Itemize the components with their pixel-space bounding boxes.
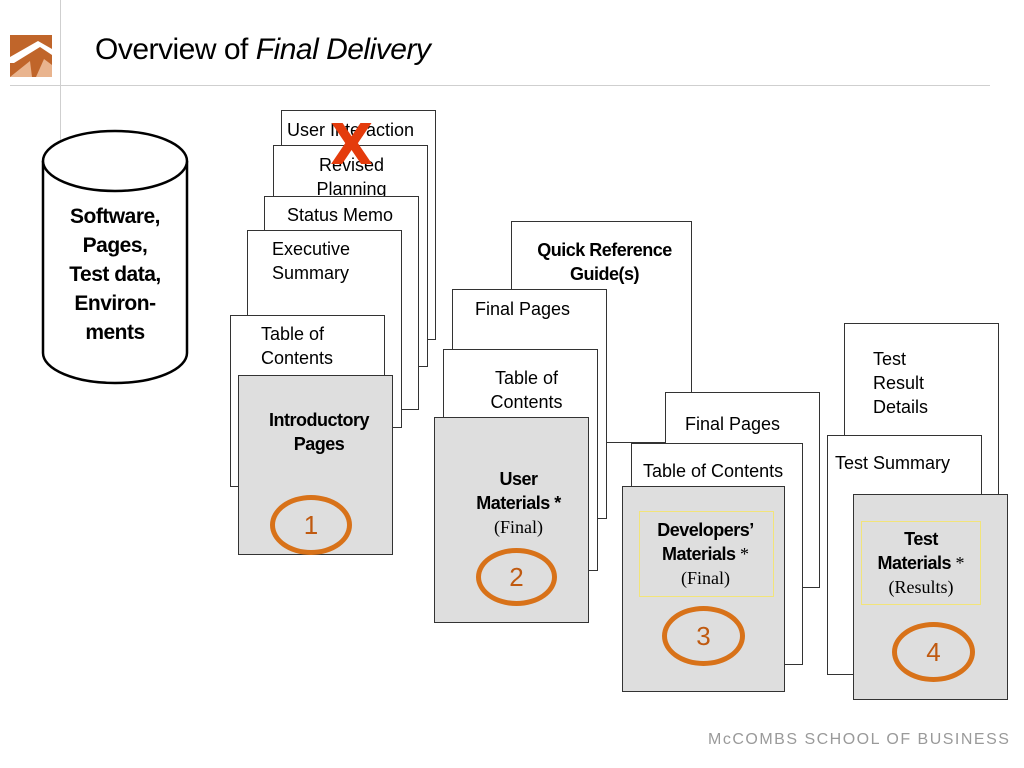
introductory-pages-label: Introductory Pages [269, 410, 370, 454]
step-number-1: 1 [270, 495, 352, 555]
toc-label-3: Table of Contents [643, 461, 784, 481]
test-summary-label: Test Summary [835, 453, 951, 473]
user-interaction-label: User Interaction [287, 120, 415, 140]
data-store-label: Software, Pages, Test data, Environ- men… [69, 205, 161, 344]
step-number-2: 2 [476, 548, 557, 606]
page-title: Overview of Final Delivery [95, 33, 431, 66]
data-store-cylinder [41, 129, 189, 385]
page-test-materials: Test Materials * (Results) [853, 494, 1008, 700]
step-number-3: 3 [662, 606, 745, 666]
toc-label-2: Table of Contents [490, 368, 563, 412]
footer-branding: McCOMBS SCHOOL OF BUSINESS [708, 731, 1011, 748]
highlight-box-3 [639, 511, 774, 597]
highlight-box-4 [861, 521, 981, 605]
status-memo-label: Status Memo [287, 205, 394, 225]
developers-materials-label: Developers’ Materials * (Final) [657, 520, 754, 588]
toc-label-1: Table of Contents [261, 324, 334, 368]
step-number-4: 4 [892, 622, 975, 682]
final-pages-label-2: Final Pages [475, 299, 571, 319]
header-horizontal-rule [10, 85, 990, 86]
mccombs-logo-icon [10, 35, 52, 77]
test-materials-label: Test Materials * (Results) [877, 529, 965, 597]
page-developers-materials: Developers’ Materials * (Final) [622, 486, 785, 692]
strike-x-icon: X [330, 113, 374, 178]
quick-reference-label: Quick Reference Guide(s) [537, 240, 672, 284]
test-result-details-label: Test Result Details [873, 349, 929, 417]
header-vertical-rule [60, 0, 61, 155]
revised-planning-label: Revised Planning [316, 155, 387, 199]
executive-summary-label: Executive Summary [272, 239, 351, 283]
user-materials-label: User Materials * (Final) [476, 469, 561, 537]
final-pages-label-3: Final Pages [685, 414, 781, 434]
